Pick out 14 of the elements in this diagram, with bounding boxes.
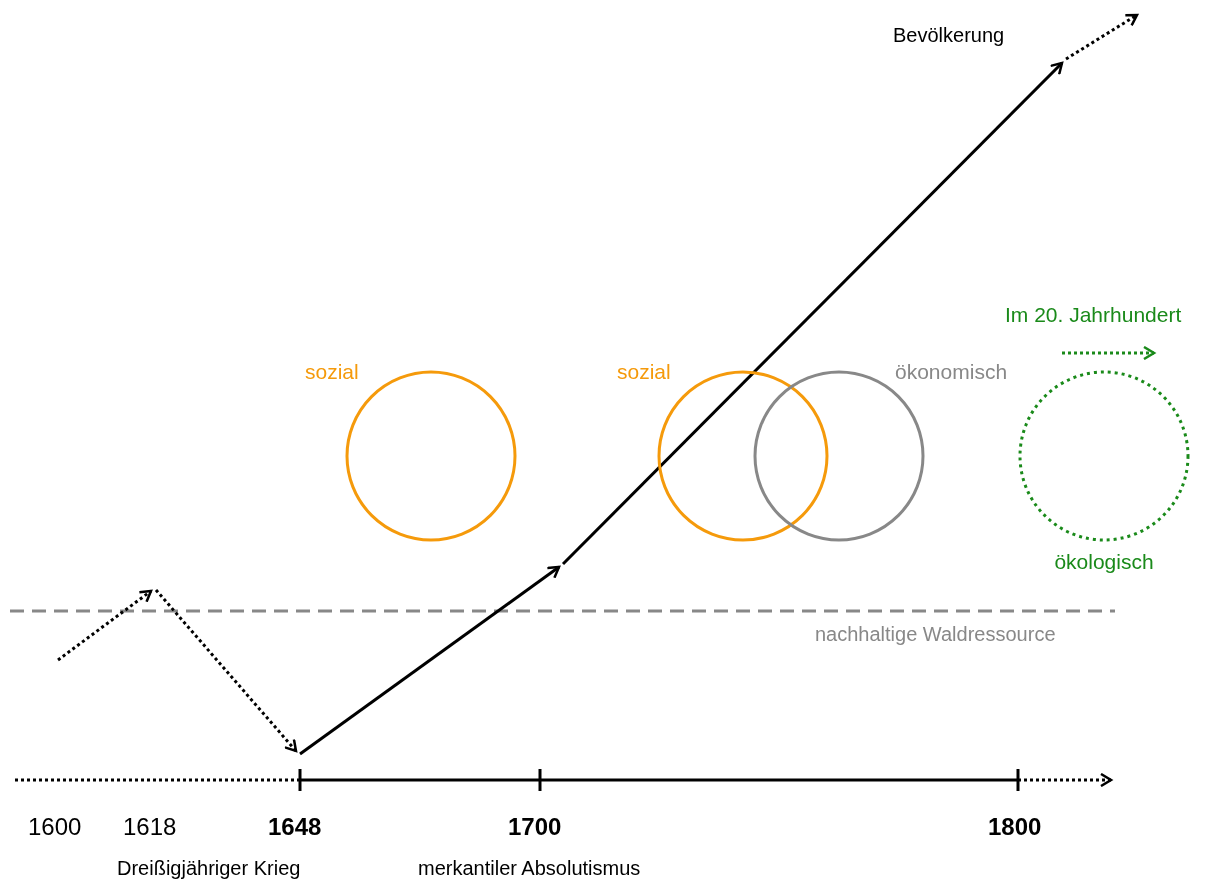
year-label: 1600 — [28, 813, 82, 841]
year-label: 1800 — [988, 813, 1042, 841]
circle-label: sozial — [617, 360, 671, 384]
period-note: Im 20. Jahrhundert — [1005, 303, 1182, 327]
year-label: 1618 — [123, 813, 177, 841]
period-label: merkantiler Absolutismus — [418, 857, 641, 880]
circle-label: sozial — [305, 360, 359, 384]
circle-label: ökonomisch — [895, 360, 1008, 384]
period-label: Dreißigjähriger Krieg — [117, 857, 301, 880]
year-label: 1648 — [268, 813, 322, 841]
year-label: 1700 — [508, 813, 562, 841]
series-label: Bevölkerung — [893, 24, 1005, 47]
line-label: nachhaltige Waldressource — [815, 623, 1056, 646]
circle-label: ökologisch — [1053, 550, 1155, 574]
